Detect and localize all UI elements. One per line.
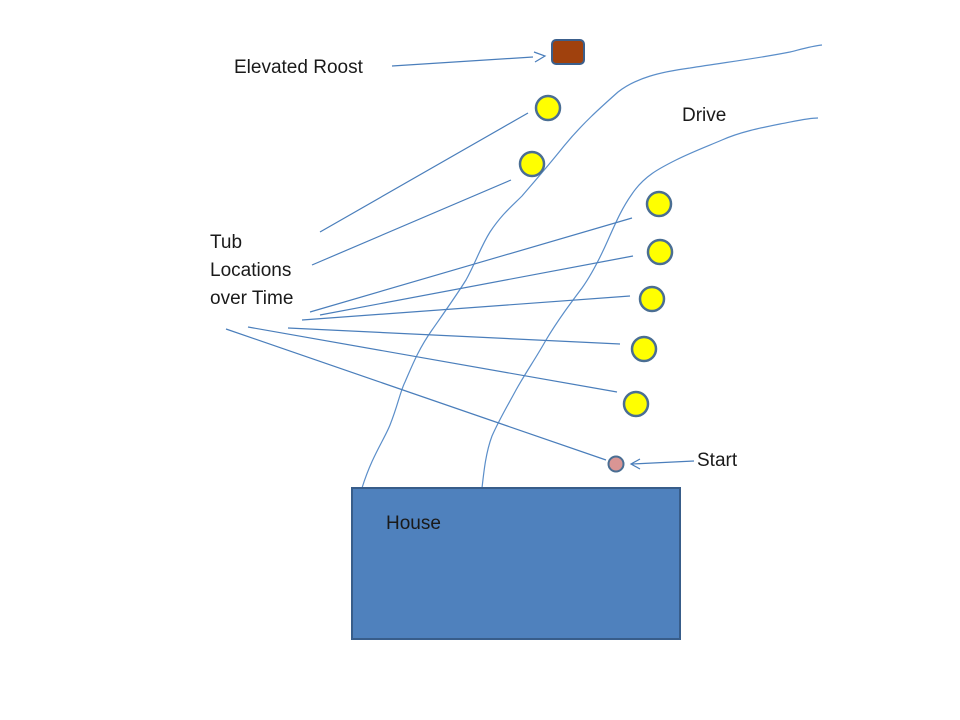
tub-locations-label: Tub Locations over Time [210,229,293,313]
start-marker [607,455,625,473]
leader-line-tub-6 [287,327,621,345]
tub-1 [534,94,562,122]
leader-line-tub-2 [311,179,512,266]
leader-line-tub-3 [309,217,633,313]
drive-label: Drive [682,105,727,126]
drive-right-edge [481,117,819,489]
start-arrow-head [629,458,641,470]
start-arrow-line [631,460,695,465]
leader-line-start [225,328,607,461]
leader-line-tub-1 [319,112,529,233]
tub-7 [622,390,650,418]
tub-markers [518,94,674,418]
elevated-roost-label: Elevated Roost [234,57,363,78]
leader-line-tub-5 [301,295,631,321]
tub-locations-label-line-2: Locations [210,260,292,281]
tub-2 [518,150,546,178]
tub-5 [638,285,666,313]
leader-line-tub-7 [247,326,618,393]
roost-arrow-line [391,56,534,67]
tub-locations-label-line-3: over Time [210,288,294,309]
drive-left-edge [361,44,823,489]
start-label: Start [697,450,738,471]
house-label: House [386,513,441,534]
tub-4 [646,238,674,266]
tub-3 [645,190,673,218]
tub-leader-lines [225,112,634,461]
elevated-roost [551,39,585,65]
leader-line-tub-4 [319,255,634,316]
tub-6 [630,335,658,363]
roost-arrow-head [533,51,547,63]
house-block [351,487,681,640]
tub-locations-label-line-1: Tub [210,232,243,253]
